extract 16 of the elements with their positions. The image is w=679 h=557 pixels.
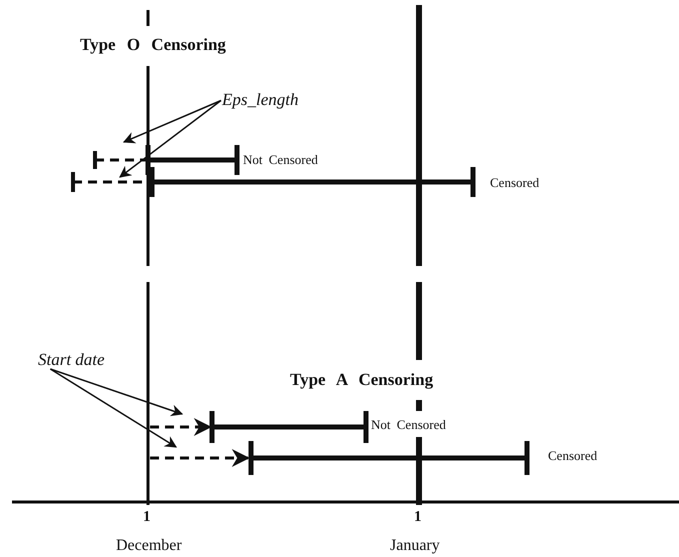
leader-arrow [50, 368, 178, 448]
month-label: December [116, 538, 182, 554]
panel-heading: Type A Censoring [290, 371, 434, 388]
leader-arrow [122, 100, 222, 144]
panel-heading: Type O Censoring [80, 36, 226, 53]
leader-arrow [50, 368, 184, 416]
callout-text: Start date [38, 351, 105, 368]
tick-label: 1 [414, 510, 422, 525]
interval-label: Not Censored [243, 153, 318, 166]
tick-label: 1 [143, 510, 150, 525]
leader-arrow [119, 100, 222, 178]
month-label: January [390, 538, 440, 554]
interval-label: Not Censored [371, 418, 446, 431]
callout-text: Eps_length [222, 91, 298, 108]
interval-label: Censored [490, 176, 540, 189]
interval-label: Censored [548, 449, 598, 462]
